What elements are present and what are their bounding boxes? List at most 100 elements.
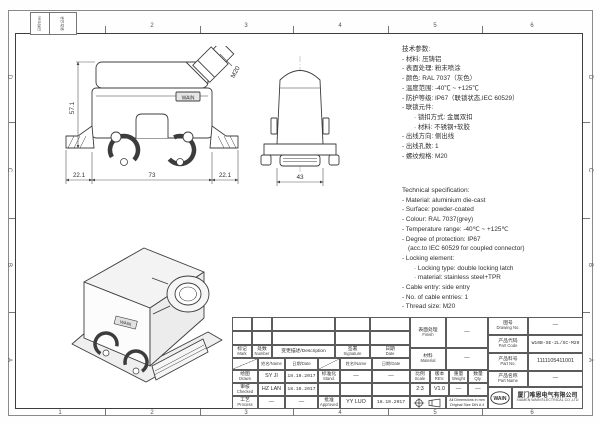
isometric-view: WAIN xyxy=(71,247,223,383)
side-clip xyxy=(322,117,330,135)
dim-right: 22.1 xyxy=(219,172,232,179)
tb-qty-value: — xyxy=(468,383,488,396)
grid-tick xyxy=(388,409,389,416)
tb-process-date: — xyxy=(285,396,318,409)
tb-approved-name: YY LUO xyxy=(340,396,372,409)
dim-height: 57.1 xyxy=(69,101,76,114)
grid-tick xyxy=(482,26,483,33)
grid-tick xyxy=(9,218,15,219)
tb-finish-value: — xyxy=(446,317,488,348)
tb-checked-date: 18.10.2017 xyxy=(285,383,318,396)
tb-stand-date: — xyxy=(372,370,410,383)
specs-en-title: Technical specification: xyxy=(402,187,470,194)
grid-tick xyxy=(9,122,15,123)
grid-tick xyxy=(583,122,590,123)
tb-diagonal-cell xyxy=(232,358,258,370)
grid-tick xyxy=(9,312,15,313)
tb-drawn-name: SY JI xyxy=(258,370,285,383)
revision-strip-cell: 更改记录 xyxy=(60,16,65,31)
hood-profile xyxy=(276,70,324,145)
tb-scale-value: 2:3 xyxy=(410,383,430,396)
housing-notch xyxy=(135,113,169,138)
grid-col-label: 6 xyxy=(530,23,534,29)
foot xyxy=(260,154,272,166)
grid-tick xyxy=(388,26,389,33)
tb-subheader-name: 姓名/Name xyxy=(340,358,372,370)
tb-subheader-date: 日期/Date xyxy=(285,358,318,370)
grid-tick xyxy=(200,26,201,33)
tb-empty xyxy=(335,317,370,331)
specs-cn-title: 技术参数: xyxy=(402,46,431,53)
grid-row-label: D xyxy=(6,74,12,80)
tb-part-name-value: — xyxy=(528,371,583,387)
wain-logo: WAIN xyxy=(490,391,510,405)
grid-col-label: 6 xyxy=(530,410,534,416)
grid-col-label: 2 xyxy=(150,23,154,29)
base-plate xyxy=(279,154,321,167)
tb-part-code-value: W10B-SE-2L/SC-M20 xyxy=(528,335,583,353)
foot-right xyxy=(209,125,239,149)
tb-approved-date: 18.10.2017 xyxy=(372,396,410,409)
tb-empty xyxy=(372,383,410,396)
svg-text:WAIN: WAIN xyxy=(493,396,506,402)
tb-company-cell: 厦门唯恩电气有限公司 XIAMEN WAIN ELECTRICAL CO.,LT… xyxy=(512,387,583,409)
tb-material-value: — xyxy=(446,348,488,370)
grid-col-label: 5 xyxy=(433,410,437,416)
grid-col-label: 4 xyxy=(338,410,342,416)
tb-logo-cell: WAIN xyxy=(488,387,512,409)
tech-specs-en: Technical specification: - Material: alu… xyxy=(402,186,578,312)
tb-empty xyxy=(340,383,372,396)
grid-tick xyxy=(105,26,106,33)
foot xyxy=(328,154,340,166)
side-clip xyxy=(270,117,278,135)
grid-row-label: B xyxy=(6,262,12,267)
housing-cover xyxy=(95,61,209,89)
grid-col-label: 5 xyxy=(433,23,437,29)
grid-row-label: C xyxy=(6,167,12,173)
tb-empty xyxy=(232,317,252,331)
tb-empty xyxy=(335,331,370,345)
tech-specs-cn: 技术参数: - 材料: 压铸铝 - 表面处理: 粉末喷涂 - 颜色: RAL 7… xyxy=(402,45,578,161)
grid-col-label: 1 xyxy=(58,410,62,416)
tb-empty xyxy=(272,317,335,331)
tb-rev-value: V1.0 xyxy=(430,383,449,396)
brand-label: WAIN xyxy=(119,319,131,327)
tb-drawing-no-value: — xyxy=(528,317,583,335)
grid-tick xyxy=(482,409,483,416)
projection-symbol-icon xyxy=(413,397,441,408)
tb-empty xyxy=(232,331,252,345)
dim-width: 73 xyxy=(149,172,156,179)
tb-drawn-date: 18.10.2017 xyxy=(285,370,318,383)
brand-tag xyxy=(175,91,201,102)
grid-col-label: 3 xyxy=(244,410,248,416)
grid-row-label: A xyxy=(587,357,593,362)
grid-row-label: D xyxy=(587,74,593,80)
tb-empty xyxy=(252,317,272,331)
brand-tag xyxy=(113,315,138,330)
grid-tick xyxy=(583,218,590,219)
grid-tick xyxy=(200,409,201,416)
foot-left xyxy=(65,125,95,149)
front-view: WAIN 57.1 22.1 73 22.1 M20 xyxy=(65,46,242,184)
tb-notes: All Dimensions in mm Original Size DIN A… xyxy=(446,396,488,409)
tb-empty xyxy=(370,317,410,331)
side-view: 43 xyxy=(260,56,340,186)
sheet-outer-border xyxy=(8,10,593,416)
company-name-en: XIAMEN WAIN ELECTRICAL CO.,LTD xyxy=(516,398,579,403)
brand-label: WAIN xyxy=(182,95,195,101)
